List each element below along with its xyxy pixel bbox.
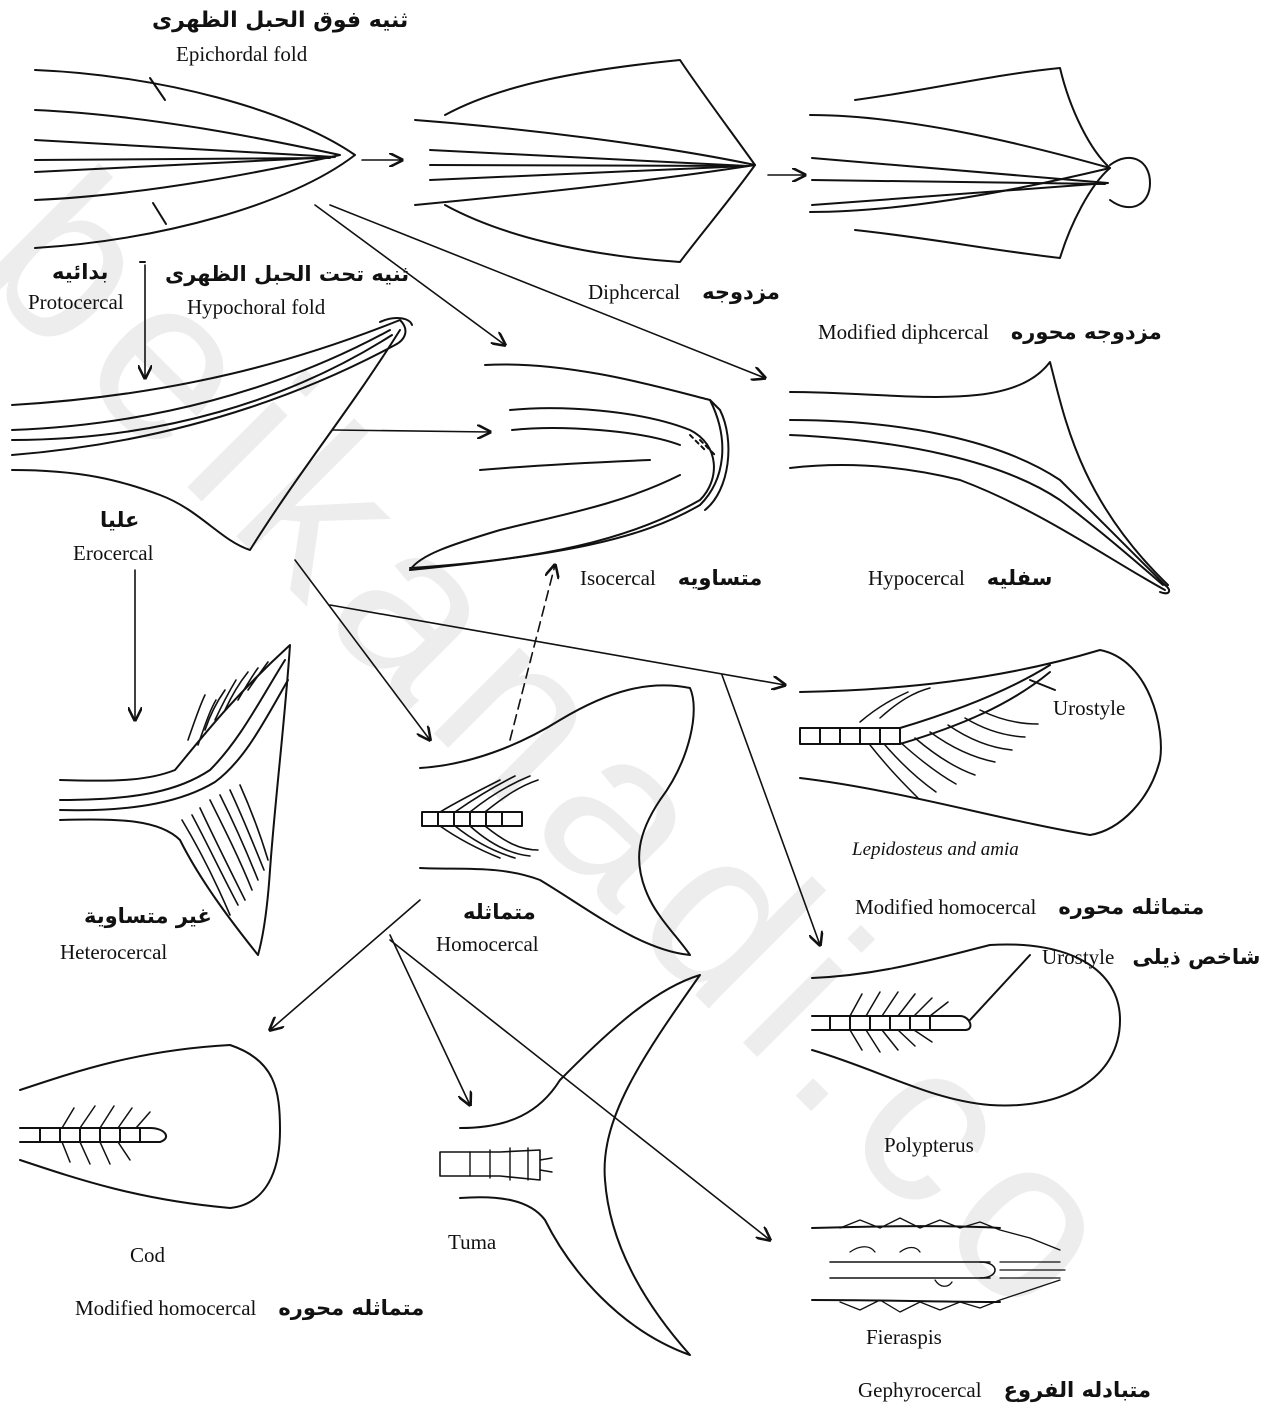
erocercal-label: Erocercal [73, 543, 153, 564]
tuna-tail [440, 975, 700, 1355]
urostyle-label: Urostyle [1053, 698, 1125, 719]
urostyle-label-2-ar: شاخص ذيلى [1132, 947, 1260, 968]
heterocercal-label: Heterocercal [60, 942, 167, 963]
modified-homocercal-caption-2: Modified homocercal متماثله محوره [75, 1298, 424, 1319]
cod-label: Cod [130, 1245, 165, 1266]
cod-tail [20, 1045, 280, 1208]
lepidosteus-label: Lepidosteus and amia [852, 840, 1019, 859]
heterocercal-label-ar: غير متساوية [84, 906, 212, 927]
modified-diphycercal-caption: Modified diphcercal مزدوجه محوره [818, 322, 1162, 343]
erocercal-label-ar: عليا [100, 510, 139, 531]
lepidosteus-tail [800, 650, 1161, 835]
diphycercal-label: Diphcercal [588, 282, 680, 303]
protocercal-label-ar: بدائيه [52, 262, 108, 283]
erocercal-tail [12, 318, 412, 550]
protocercal-label: Protocercal [28, 292, 124, 313]
modified-diphycercal-label: Modified diphcercal [818, 322, 989, 343]
tuna-label: Tuma [448, 1232, 496, 1253]
isocercal-caption: Isocercal متساويه [580, 568, 762, 589]
modified-homocercal-label-1: Modified homocercal [855, 897, 1036, 918]
modified-diphycercal-tail [810, 68, 1150, 258]
diphycercal-caption: Diphcercal مزدوجه [588, 282, 780, 303]
polypterus-label: Polypterus [884, 1135, 974, 1156]
gephyrocercal-label: Gephyrocercal [858, 1380, 982, 1401]
epichordal-label-ar: ثنيه فوق الحبل الظهرى [152, 10, 408, 32]
modified-homocercal-label-2-ar: متماثله محوره [278, 1298, 424, 1319]
gephyrocercal-caption: Gephyrocercal متبادله الفروع [858, 1380, 1151, 1401]
hypochordal-label: Hypochoral fold [187, 297, 325, 318]
urostyle-caption-2: Urostyle شاخص ذيلى [1042, 947, 1260, 968]
hypocercal-caption: Hypocercal سفليه [868, 568, 1052, 589]
diphycercal-label-ar: مزدوجه [702, 282, 780, 303]
urostyle-label-2: Urostyle [1042, 947, 1114, 968]
isocercal-label: Isocercal [580, 568, 656, 589]
modified-homocercal-label-1-ar: متماثله محوره [1058, 897, 1204, 918]
hypocercal-label-ar: سفليه [987, 568, 1053, 589]
modified-homocercal-label-2: Modified homocercal [75, 1298, 256, 1319]
diphycercal-tail [415, 60, 755, 262]
homocercal-label: Homocercal [436, 934, 539, 955]
protocercal-tail [35, 70, 355, 262]
modified-diphycercal-label-ar: مزدوجه محوره [1011, 322, 1162, 343]
gephyrocercal-label-ar: متبادله الفروع [1004, 1380, 1151, 1401]
isocercal-tail [410, 364, 728, 570]
fieraspis-tail [812, 1218, 1065, 1312]
homocercal-tail [420, 685, 694, 955]
epichordal-label: Epichordal fold [176, 44, 307, 65]
hypocercal-label: Hypocercal [868, 568, 965, 589]
isocercal-label-ar: متساويه [678, 568, 763, 589]
fieraspis-label: Fieraspis [866, 1327, 942, 1348]
homocercal-label-ar: متماثله [463, 902, 536, 923]
modified-homocercal-caption-1: Modified homocercal متماثله محوره [855, 897, 1204, 918]
hypocercal-tail [790, 362, 1169, 593]
hypochordal-label-ar: ثنيه تحت الحبل الظهرى [165, 264, 409, 285]
